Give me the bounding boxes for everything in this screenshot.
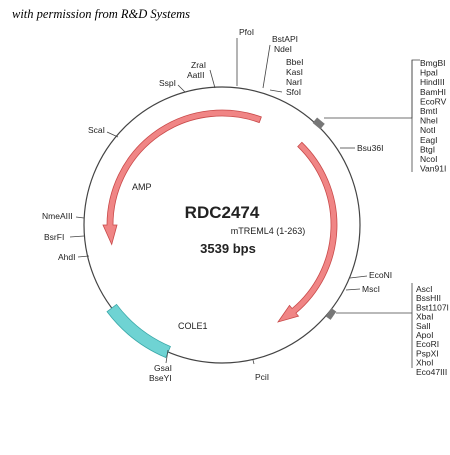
mcs1-site-ncoi: NcoI <box>420 154 437 164</box>
mcs2-site-xbai: XbaI <box>416 312 434 322</box>
site-zrai: ZraI <box>191 60 206 70</box>
mcs1-site-btgi: BtgI <box>420 144 435 154</box>
site-sspi: SspI <box>159 78 176 88</box>
mcs1-site-eagi: EagI <box>420 135 438 145</box>
ahdi-line <box>77 255 90 258</box>
bstapi-leader <box>262 44 271 89</box>
mcs1-site-van91i: Van91I <box>420 164 446 174</box>
mcs1-site-noti: NotI <box>420 125 436 135</box>
mcs1-leader <box>324 59 420 119</box>
site-bstapi: BstAPI <box>272 34 298 44</box>
amp-arrow <box>102 109 262 246</box>
site-scai: ScaI <box>88 125 105 135</box>
mcs1-site-bamhi: BamHI <box>420 87 446 97</box>
mcs1-site-hpai: HpaI <box>420 68 438 78</box>
bbei-leader <box>269 89 283 93</box>
plasmid-name: RDC2474 <box>185 203 260 222</box>
site-bbei: BbeI <box>286 57 304 67</box>
mcs1-site-bmti: BmtI <box>420 106 437 116</box>
site-gsai: GsaI <box>154 363 172 373</box>
mcs2-site-pspxi: PspXI <box>416 348 439 358</box>
insert-arrow <box>277 141 338 323</box>
site-msci: MscI <box>362 284 380 294</box>
mcs2-site-sali: SalI <box>416 321 431 331</box>
site-aatii: AatII <box>187 70 204 80</box>
site-kasi: KasI <box>286 67 303 77</box>
site-pcii: PciI <box>255 372 269 382</box>
pcii-line <box>252 359 255 365</box>
mcs2-site-ecori: EcoRI <box>416 339 439 349</box>
cole1-label: COLE1 <box>178 321 208 331</box>
msci-line <box>345 288 361 291</box>
mcs1-site-list: BmgBIHpaIHindIIIBamHIEcoRVBmtINheINotIEa… <box>420 58 447 174</box>
site-nari: NarI <box>286 77 302 87</box>
cole1-origin-arc <box>106 303 171 359</box>
site-ndei: NdeI <box>274 44 292 54</box>
site-ahdi: AhdI <box>58 252 76 262</box>
econi-line <box>349 275 368 279</box>
zrai-line <box>209 69 216 89</box>
mcs2-site-apoi: ApoI <box>416 330 434 340</box>
mcs2-site-bsshii: BssHII <box>416 293 441 303</box>
site-nmeaiii: NmeAIII <box>42 211 73 221</box>
site-sfoi: SfoI <box>286 87 301 97</box>
nmeaiii-line <box>75 216 85 219</box>
insert-label: mTREML4 (1-263) <box>231 226 306 236</box>
scai-line <box>106 131 119 138</box>
bsrfi-line <box>69 235 85 238</box>
mcs2-site-xhoi: XhoI <box>416 358 434 368</box>
mcs1-site-hindiii: HindIII <box>420 77 445 87</box>
mcs1-site-nhei: NheI <box>420 116 438 126</box>
site-bsrfi: BsrFI <box>44 232 64 242</box>
mcs2-site-list: AscIBssHIIBst1107IXbaISalIApoIEcoRIPspXI… <box>416 284 449 377</box>
credit-text: with permission from R&D Systems <box>12 7 191 21</box>
plasmid-backbone <box>83 86 361 364</box>
site-econi: EcoNI <box>369 270 392 280</box>
mcs2-site-eco47iii: Eco47III <box>416 367 447 377</box>
mcs2-cluster-mark <box>325 308 337 320</box>
mcs2-site-asci: AscI <box>416 284 433 294</box>
site-pfoi: PfoI <box>239 27 254 37</box>
amp-label: AMP <box>132 182 152 192</box>
sspi-line <box>177 84 186 93</box>
mcs1-site-bmgbi: BmgBI <box>420 58 446 68</box>
plasmid-size: 3539 bps <box>200 241 256 256</box>
mcs1-site-ecorv: EcoRV <box>420 96 447 106</box>
site-bsu36i: Bsu36I <box>357 143 383 153</box>
mcs2-site-bst1107i: Bst1107I <box>416 302 449 312</box>
gsai-line <box>165 349 169 364</box>
mcs1-cluster-mark <box>312 117 325 130</box>
site-bseyi: BseYI <box>149 373 172 383</box>
